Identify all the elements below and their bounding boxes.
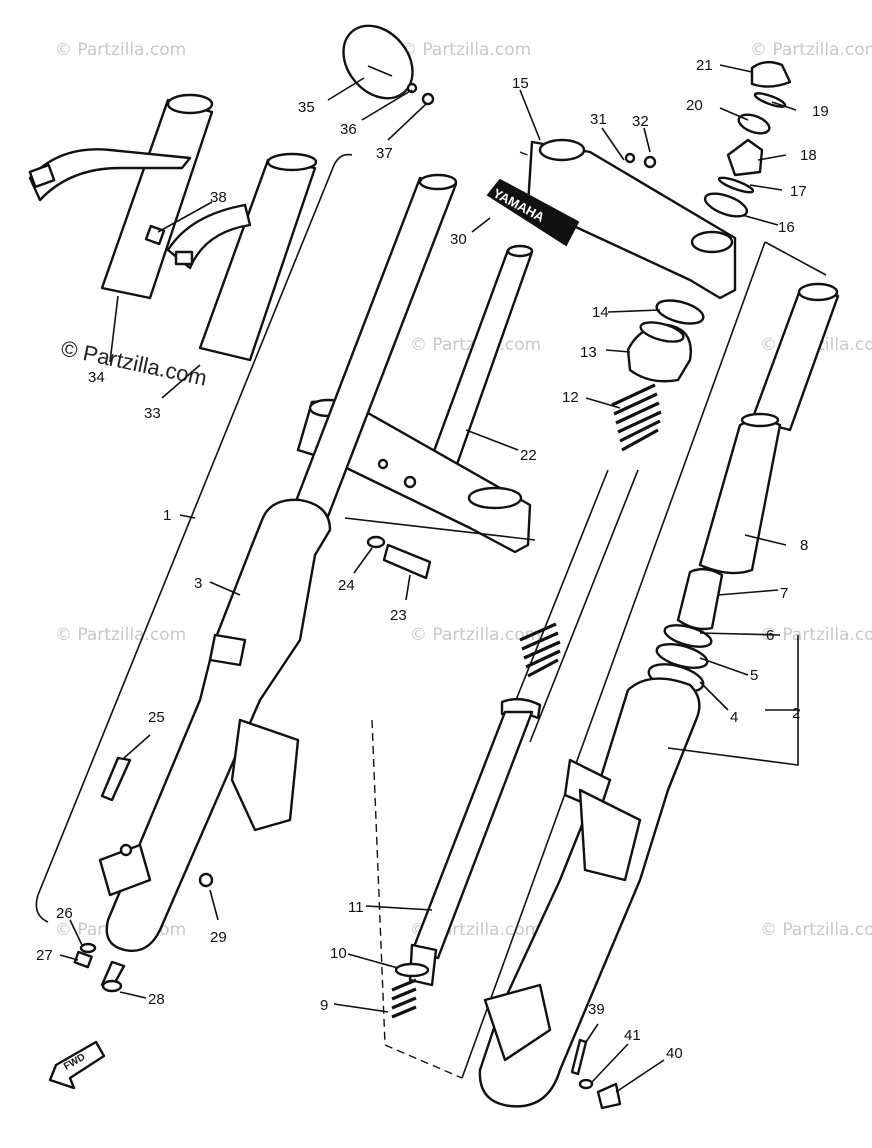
steering-stem [428, 244, 534, 472]
axle-clamp-fasteners [73, 756, 132, 993]
callout-30: 30 [450, 231, 467, 248]
callout-37: 37 [376, 145, 393, 162]
callout-3: 3 [194, 575, 202, 592]
watermark: © Partzilla.com [760, 920, 872, 940]
callout-11: 11 [348, 899, 364, 916]
callout-1: 1 [163, 507, 171, 524]
emblem-plate [342, 24, 435, 106]
callout-32: 32 [632, 113, 649, 130]
watermark: © Partzilla.com [760, 625, 872, 645]
bearing-and-cover [626, 299, 705, 383]
watermark: © Partzilla.com [400, 40, 531, 60]
callout-25: 25 [148, 709, 165, 726]
assembly-outline-left [35, 151, 561, 923]
callout-22: 22 [520, 447, 537, 464]
headlight-bracket-left [28, 93, 214, 300]
forward-direction-marker: FWD [48, 1040, 106, 1090]
fork-cover [698, 412, 782, 575]
leader-lines [59, 64, 800, 1093]
watermark: © Partzilla.com [55, 625, 186, 645]
assembly-outline-right [371, 241, 827, 1079]
callout-6: 6 [766, 627, 774, 644]
callout-14: 14 [592, 304, 609, 321]
steering-head-parts [703, 60, 792, 218]
callout-13: 13 [580, 344, 597, 361]
left-outer-slider [98, 498, 332, 952]
callout-7: 7 [780, 585, 788, 602]
callout-15: 15 [512, 75, 529, 92]
right-outer-slider [478, 677, 701, 1108]
headlight-bracket-right [166, 152, 318, 362]
callout-9: 9 [320, 997, 328, 1014]
fork-guide [676, 567, 724, 631]
callout-29: 29 [210, 929, 227, 946]
callout-34: 34 [88, 369, 105, 386]
pinch-bolt-set [366, 535, 432, 580]
callout-28: 28 [148, 991, 165, 1008]
callout-24: 24 [338, 577, 355, 594]
callout-10: 10 [330, 945, 347, 962]
bracket-bolt-guide [344, 517, 536, 541]
callout-26: 26 [56, 905, 73, 922]
watermark: © Partzilla.com [410, 625, 541, 645]
callout-41: 41 [624, 1027, 641, 1044]
callout-20: 20 [686, 97, 703, 114]
callout-19: 19 [812, 103, 829, 120]
right-inner-tube [750, 282, 840, 432]
callout-36: 36 [340, 121, 357, 138]
callout-35: 35 [298, 99, 315, 116]
watermark: © Partzilla.com [750, 40, 872, 60]
callout-labels: 1 2 3 4 5 6 7 8 9 10 11 12 13 14 15 16 1… [36, 57, 829, 1062]
callout-33: 33 [144, 405, 161, 422]
callout-2: 2 [792, 705, 800, 722]
callout-16: 16 [778, 219, 795, 236]
watermark: © Partzilla.com [55, 40, 186, 60]
drain-fasteners [570, 1038, 622, 1110]
callout-23: 23 [390, 607, 407, 624]
callout-17: 17 [790, 183, 807, 200]
callout-31: 31 [590, 111, 607, 128]
callout-5: 5 [750, 667, 758, 684]
callout-39: 39 [588, 1001, 605, 1018]
callout-8: 8 [800, 537, 808, 554]
upper-bracket [526, 138, 737, 300]
fork-spring-and-rod [391, 383, 662, 1019]
callout-38: 38 [210, 189, 227, 206]
callout-21: 21 [696, 57, 713, 74]
callout-40: 40 [666, 1045, 683, 1062]
callout-4: 4 [730, 709, 738, 726]
callout-12: 12 [562, 389, 579, 406]
watermark-large: © Partzilla.com [59, 335, 209, 390]
callout-18: 18 [800, 147, 817, 164]
callout-27: 27 [36, 947, 53, 964]
